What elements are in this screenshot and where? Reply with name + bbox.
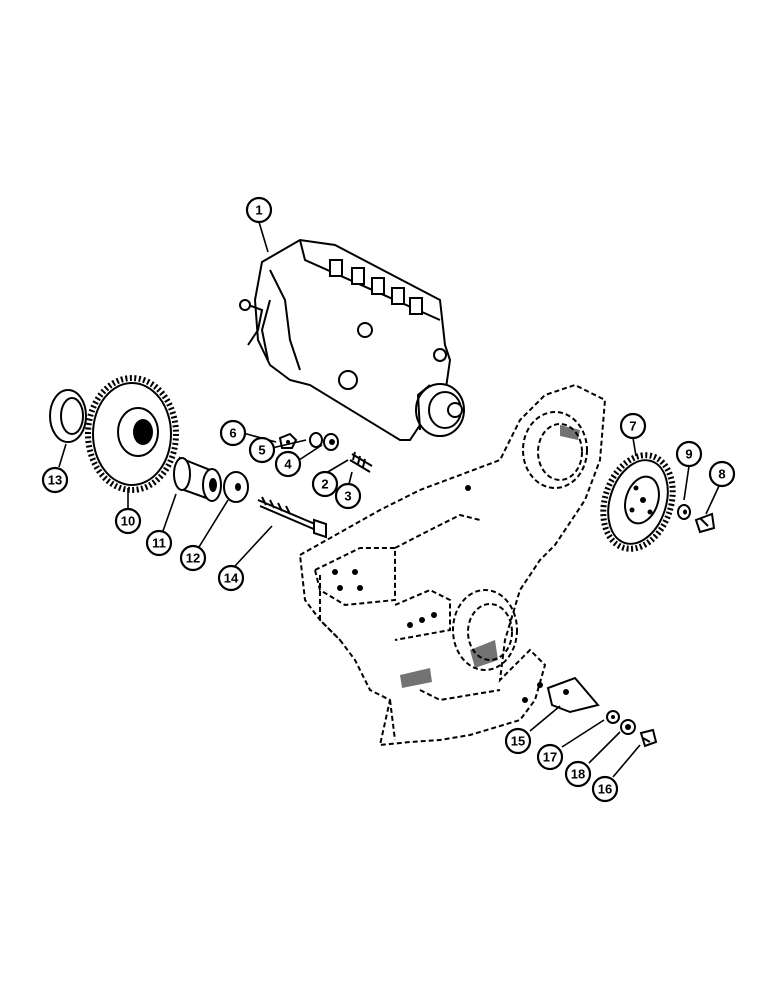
svg-text:14: 14: [224, 571, 239, 586]
callout-7: 7: [619, 412, 647, 440]
injection-pump: [239, 238, 465, 441]
timing-cover-housing: [298, 383, 607, 747]
svg-text:13: 13: [48, 473, 62, 488]
timing-pointer: [546, 676, 600, 714]
svg-text:11: 11: [152, 536, 166, 551]
callout-2: 2: [311, 470, 339, 498]
callout-4: 4: [274, 450, 302, 478]
callout-18: 18: [564, 760, 592, 788]
washer-18: [620, 719, 636, 735]
washer-4: [323, 433, 339, 451]
washer-5: [309, 432, 323, 448]
stud-2-3: [349, 451, 373, 473]
callout-3: 3: [334, 482, 362, 510]
svg-text:6: 6: [229, 426, 236, 441]
callout-15: 15: [504, 727, 532, 755]
callout-9: 9: [675, 440, 703, 468]
svg-text:4: 4: [284, 457, 292, 472]
callout-1: 1: [245, 196, 273, 224]
leader-lines: [58, 221, 720, 778]
callout-13: 13: [41, 466, 69, 494]
svg-text:8: 8: [718, 467, 725, 482]
svg-text:16: 16: [598, 782, 612, 797]
screw-16: [639, 728, 658, 748]
washer-12: [223, 471, 249, 503]
svg-text:17: 17: [543, 750, 557, 765]
svg-text:2: 2: [321, 477, 328, 492]
callout-10: 10: [114, 507, 142, 535]
callout-17: 17: [536, 743, 564, 771]
svg-text:10: 10: [121, 514, 135, 529]
thrust-washer: [49, 389, 87, 443]
svg-text:18: 18: [571, 767, 585, 782]
svg-text:15: 15: [511, 734, 525, 749]
svg-text:9: 9: [685, 447, 692, 462]
callout-11: 11: [145, 529, 173, 557]
bolt-8: [694, 512, 716, 534]
callout-16: 16: [591, 775, 619, 803]
svg-text:5: 5: [258, 443, 265, 458]
callout-14: 14: [217, 564, 245, 592]
svg-text:3: 3: [344, 489, 351, 504]
pump-drive-gear: [600, 452, 676, 552]
callout-12: 12: [179, 544, 207, 572]
washer-9: [677, 504, 691, 520]
hub-bushing: [173, 456, 222, 502]
callout-5: 5: [248, 436, 276, 464]
callout-8: 8: [708, 460, 736, 488]
long-bolt: [257, 496, 327, 539]
svg-text:12: 12: [186, 551, 200, 566]
svg-text:1: 1: [255, 203, 262, 218]
callout-6: 6: [219, 419, 247, 447]
idler-gear: [85, 375, 179, 493]
washer-17: [606, 710, 620, 724]
svg-text:7: 7: [629, 419, 636, 434]
